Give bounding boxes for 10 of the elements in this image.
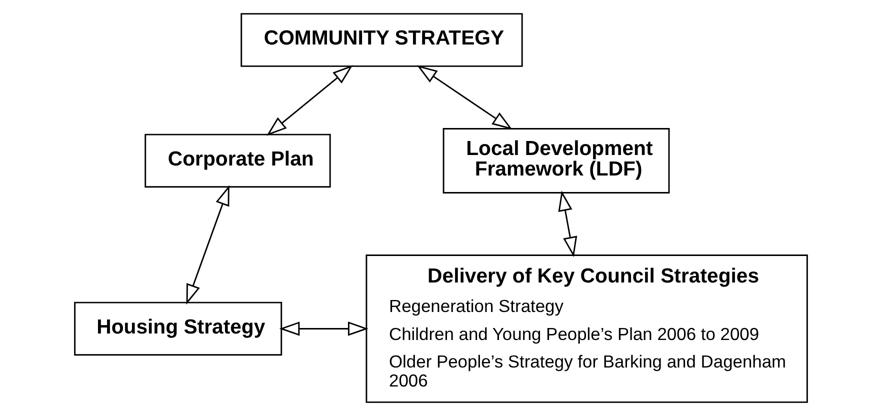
arrow [186,185,229,305]
arrow [278,322,368,336]
node-box: Corporate Plan [144,134,330,188]
arrow [266,65,352,136]
arrow [558,190,577,258]
node-box: Housing Strategy [74,302,282,356]
node-box: Delivery of Key Council Strategies Regeneration Strategy Children and Young People’s Plan 2006 to 2009 Older People’s Strategy for Barking and Dagenham 2006 [365,254,808,403]
node-box: Local Development Framework (LDF) [442,128,670,194]
arrow [416,65,512,130]
node-box: COMMUNITY STRATEGY [240,13,522,67]
